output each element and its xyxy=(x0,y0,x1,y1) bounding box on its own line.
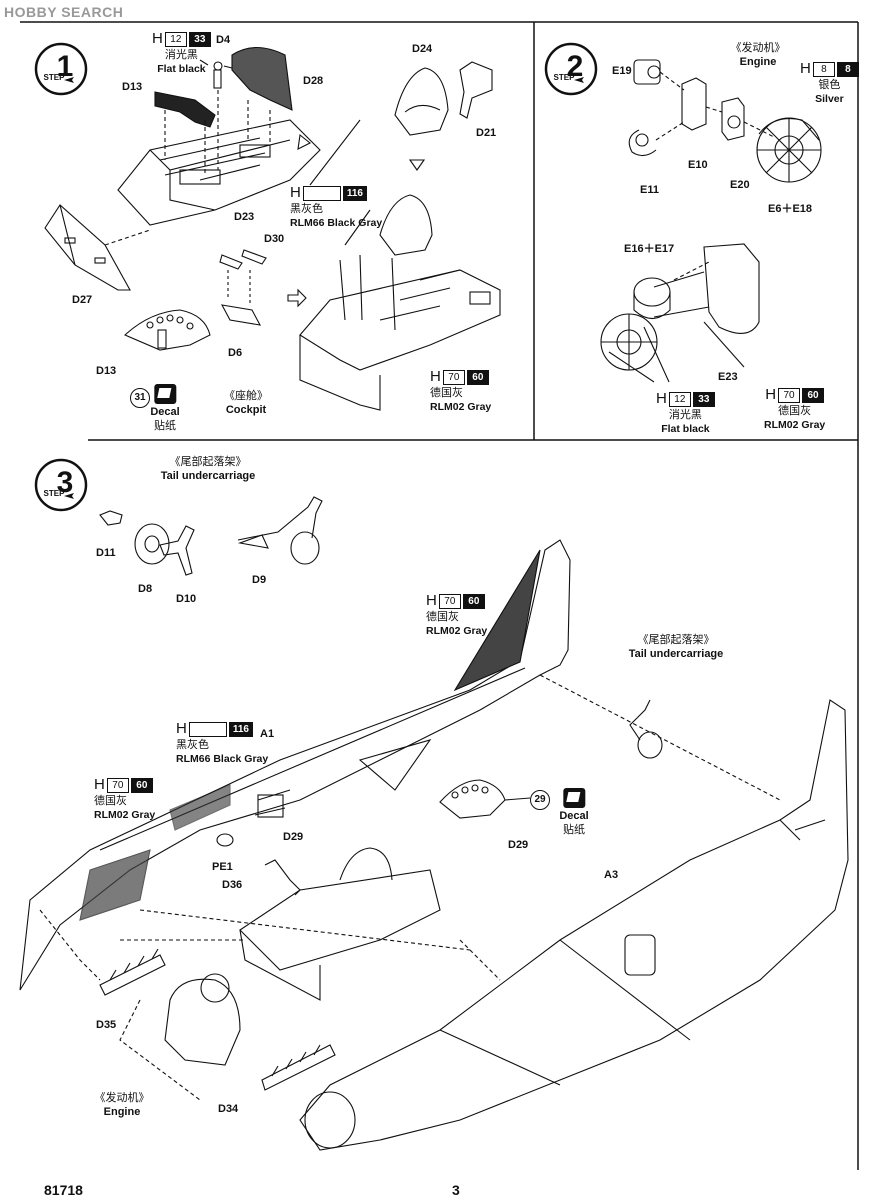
part-label-d11: D11 xyxy=(96,547,116,559)
part-label-pe1: PE1 xyxy=(212,861,233,873)
part-label-e16-e17: E16＋E17 xyxy=(624,243,675,255)
decal-callout-s3: Decal 贴纸 xyxy=(559,788,589,838)
decal-callout-s1: Decal 贴纸 xyxy=(150,384,180,434)
part-label-d28: D28 xyxy=(303,75,324,87)
part-label-d6: D6 xyxy=(228,347,243,359)
part-label-d36: D36 xyxy=(222,879,243,891)
label-tail-undercarriage: 《尾部起落架》 Tail undercarriage xyxy=(628,634,724,660)
part-label-a1: A1 xyxy=(260,728,275,740)
part-label-d8: D8 xyxy=(138,583,153,595)
step1-badge: 1 STEP xyxy=(34,42,88,96)
kit-number: 81718 xyxy=(44,1182,83,1198)
part-label-d27: D27 xyxy=(72,294,93,306)
part-label-d23: D23 xyxy=(234,211,255,223)
step2-engine-drawing xyxy=(600,59,822,383)
step3-title-tail-undercarriage: 《尾部起落架》 Tail undercarriage xyxy=(160,456,256,482)
step2-title-engine: 《发动机》 Engine xyxy=(730,42,786,68)
part-label-d4: D4 xyxy=(216,34,231,46)
part-label-d13: D13 xyxy=(122,81,143,93)
svg-text:STEP: STEP xyxy=(44,489,66,498)
part-label-d29: D29 xyxy=(283,831,304,843)
part-label-e6-e18: E6＋E18 xyxy=(768,203,813,215)
part-label-d24: D24 xyxy=(412,43,433,55)
caption-cockpit: 《座舱》 Cockpit xyxy=(224,390,268,416)
step2-badge: 2 STEP xyxy=(544,42,598,96)
svg-text:STEP: STEP xyxy=(554,73,576,82)
decal-number-31: 31 xyxy=(130,388,150,408)
svg-text:3: 3 xyxy=(57,466,74,499)
part-label-e19: E19 xyxy=(612,65,632,77)
label-engine: 《发动机》 Engine xyxy=(94,1092,150,1118)
part-label-d29-panel: D29 xyxy=(508,839,529,851)
hobby-search-watermark: HOBBY SEARCH xyxy=(4,4,124,20)
decal-icon xyxy=(562,788,585,808)
part-label-d13-panel: D13 xyxy=(96,365,117,377)
part-label-d35: D35 xyxy=(96,1019,117,1031)
part-label-a3: A3 xyxy=(604,869,619,881)
step3-fuselage-drawing xyxy=(19,496,849,1151)
page-number: 3 xyxy=(452,1182,460,1198)
part-label-e11: E11 xyxy=(640,184,659,196)
part-label-d21: D21 xyxy=(476,127,497,139)
part-label-d10: D10 xyxy=(176,593,197,605)
part-label-e20: E20 xyxy=(730,179,750,191)
step1-word: STEP xyxy=(44,73,66,82)
part-label-e10: E10 xyxy=(688,159,708,171)
svg-text:2: 2 xyxy=(567,50,584,83)
part-label-d30: D30 xyxy=(264,233,285,245)
step1-number: 1 xyxy=(57,50,74,83)
decal-icon xyxy=(153,384,176,404)
decal-number-29: 29 xyxy=(530,790,550,810)
part-label-d9: D9 xyxy=(252,574,267,586)
step1-cockpit-drawing xyxy=(44,46,501,411)
part-label-d34: D34 xyxy=(218,1103,239,1115)
step3-badge: 3 STEP xyxy=(34,458,88,512)
part-label-e23: E23 xyxy=(718,371,738,383)
